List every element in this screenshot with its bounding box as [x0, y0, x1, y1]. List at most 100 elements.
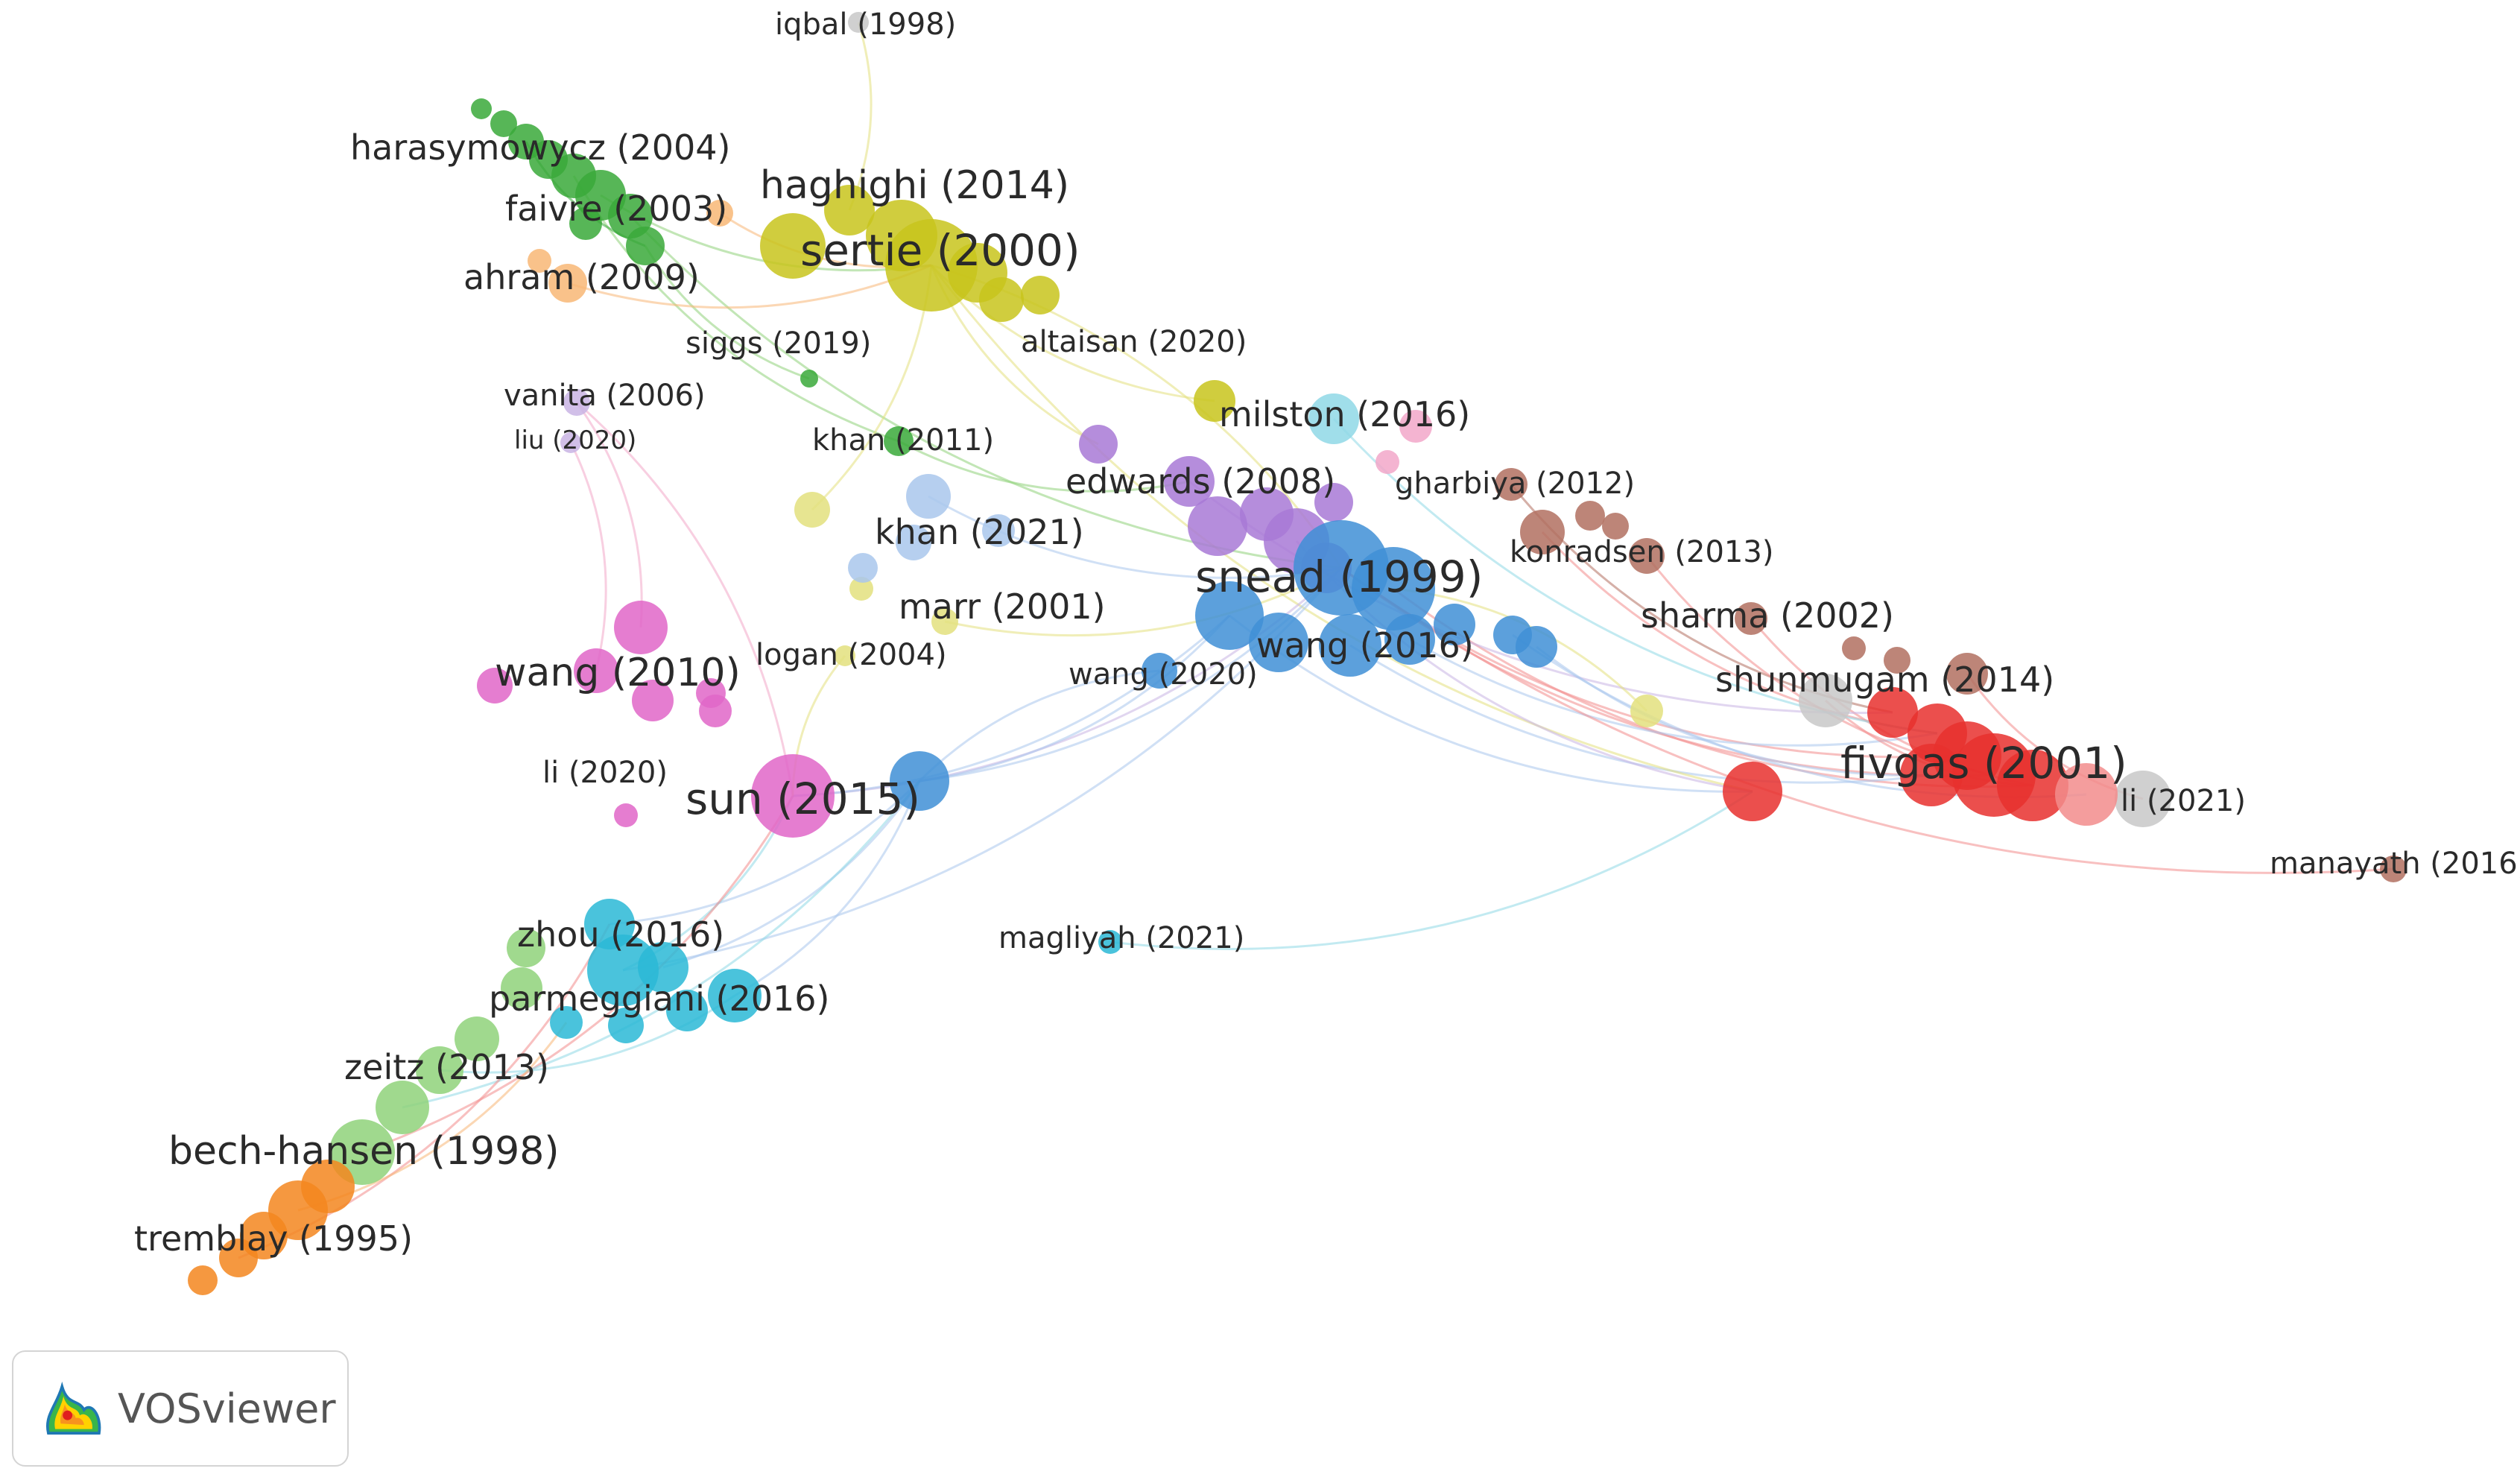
- node-b2[interactable]: [1195, 581, 1264, 650]
- node-label-li-2021[interactable]: li (2021): [2121, 784, 2246, 818]
- node-ahram-2009[interactable]: [548, 264, 587, 303]
- node-pk6[interactable]: [1375, 450, 1399, 474]
- node-sharma-2002[interactable]: [1735, 602, 1767, 635]
- node-br4[interactable]: [1842, 636, 1866, 660]
- node-label-marr-2001[interactable]: marr (2001): [899, 586, 1106, 627]
- node-b7[interactable]: [1516, 626, 1557, 668]
- node-label-milston-2016[interactable]: milston (2016): [1219, 394, 1470, 434]
- node-lb3[interactable]: [848, 553, 878, 583]
- node-b3[interactable]: [1249, 613, 1308, 672]
- node-label-snead-1999[interactable]: snead (1999): [1195, 551, 1483, 602]
- node-label-liu-2020[interactable]: liu (2020): [514, 426, 636, 455]
- node-p-top[interactable]: [614, 601, 668, 654]
- node-lg3[interactable]: [455, 1016, 499, 1061]
- node-label-magliyah-2021[interactable]: magliyah (2021): [998, 921, 1244, 955]
- node-label-khan-2021[interactable]: khan (2021): [875, 512, 1084, 552]
- node-o1[interactable]: [706, 200, 733, 227]
- node-r1[interactable]: [1723, 762, 1782, 821]
- node-vanita-2006[interactable]: [563, 389, 590, 416]
- node-pk5[interactable]: [1399, 410, 1432, 443]
- node-shunmugam-2014[interactable]: [1799, 674, 1852, 727]
- node-magliyah-2021[interactable]: [1098, 930, 1122, 954]
- node-wang-2016[interactable]: [1319, 614, 1381, 677]
- node-lg4[interactable]: [376, 1081, 429, 1134]
- node-sun-2015[interactable]: [751, 754, 835, 838]
- node-b1[interactable]: [1352, 547, 1435, 630]
- node-br5[interactable]: [1884, 647, 1910, 674]
- node-c4[interactable]: [550, 1006, 583, 1039]
- node-o2[interactable]: [528, 249, 551, 273]
- node-br6[interactable]: [1946, 653, 1988, 695]
- node-wang-2010[interactable]: [574, 648, 618, 693]
- node-g2[interactable]: [490, 110, 517, 137]
- node-li-2020[interactable]: [614, 803, 638, 827]
- node-r6[interactable]: [1900, 744, 1963, 806]
- node-label-shunmugam-2014[interactable]: shunmugam (2014): [1715, 660, 2054, 700]
- node-y6[interactable]: [1194, 380, 1235, 422]
- node-khan-2011[interactable]: [884, 426, 914, 456]
- node-milston-2016[interactable]: [1308, 393, 1359, 444]
- node-label-zhou-2016[interactable]: zhou (2016): [517, 914, 724, 955]
- node-p5[interactable]: [1314, 483, 1353, 522]
- node-siggs-2019[interactable]: [800, 370, 818, 388]
- node-label-altaisan-2020[interactable]: altaisan (2020): [1021, 325, 1247, 359]
- node-c5[interactable]: [608, 1008, 644, 1043]
- node-pk4[interactable]: [699, 695, 732, 727]
- node-label-li-2020[interactable]: li (2020): [542, 756, 668, 790]
- node-logan-2004[interactable]: [835, 645, 855, 666]
- node-liu-2020[interactable]: [560, 432, 581, 453]
- node-label-faivre-2003[interactable]: faivre (2003): [505, 189, 727, 229]
- node-label-manayath-2016[interactable]: manayath (2016): [2270, 847, 2520, 881]
- node-r7[interactable]: [2055, 763, 2118, 826]
- node-label-harasymowycz-2004[interactable]: harasymowycz (2004): [350, 127, 730, 168]
- node-c1[interactable]: [587, 935, 659, 1006]
- node-lb1[interactable]: [906, 474, 951, 519]
- node-label-iqbal-1998[interactable]: iqbal (1998): [775, 7, 956, 42]
- node-label-haghighi-2014[interactable]: haghighi (2014): [760, 163, 1069, 208]
- node-p2[interactable]: [1188, 496, 1247, 556]
- node-iqbal-1998[interactable]: [848, 12, 869, 33]
- node-lg1[interactable]: [507, 929, 545, 967]
- node-g8[interactable]: [626, 227, 665, 265]
- node-khan-2021[interactable]: [896, 525, 931, 560]
- node-b4[interactable]: [1384, 614, 1435, 665]
- node-lg2[interactable]: [501, 967, 542, 1009]
- node-g9[interactable]: [569, 207, 602, 240]
- node-label-khan-2011[interactable]: khan (2011): [812, 423, 994, 458]
- node-label-sharma-2002[interactable]: sharma (2002): [1641, 595, 1894, 636]
- node-label-vanita-2006[interactable]: vanita (2006): [504, 379, 706, 413]
- node-tremblay-1995[interactable]: [219, 1239, 258, 1277]
- node-label-fivgas-2001[interactable]: fivgas (2001): [1840, 738, 2127, 788]
- node-y8[interactable]: [849, 577, 873, 601]
- node-gharbiya-2012[interactable]: [1495, 468, 1527, 501]
- node-y1[interactable]: [760, 213, 826, 279]
- node-label-sertie-2000[interactable]: sertie (2000): [800, 225, 1080, 276]
- node-y7[interactable]: [794, 492, 830, 528]
- node-label-tremblay-1995[interactable]: tremblay (1995): [134, 1218, 413, 1259]
- node-label-wang-2010[interactable]: wang (2010): [495, 651, 741, 695]
- node-pk2[interactable]: [632, 680, 674, 721]
- node-haghighi-2014[interactable]: [824, 185, 875, 235]
- node-c3[interactable]: [666, 990, 708, 1031]
- node-wang-2020[interactable]: [1142, 653, 1177, 689]
- node-pk1[interactable]: [477, 668, 513, 703]
- node-p1[interactable]: [1079, 425, 1118, 464]
- node-manayath-2016[interactable]: [2380, 856, 2407, 882]
- node-label-konradsen-2013[interactable]: konradsen (2013): [1510, 535, 1773, 569]
- node-lb2[interactable]: [982, 514, 1015, 547]
- node-y9[interactable]: [1630, 695, 1663, 727]
- node-label-gharbiya-2012[interactable]: gharbiya (2012): [1395, 467, 1635, 501]
- node-label-parmeggiani-2016[interactable]: parmeggiani (2016): [489, 978, 829, 1019]
- node-li-2021[interactable]: [2115, 771, 2171, 827]
- node-g1[interactable]: [471, 98, 492, 119]
- node-o6[interactable]: [188, 1265, 218, 1295]
- node-edwards-2008[interactable]: [1164, 456, 1215, 507]
- node-marr-2001[interactable]: [931, 608, 958, 635]
- node-zeitz-2013[interactable]: [416, 1046, 463, 1094]
- node-label-bech-hansen-1998[interactable]: bech-hansen (1998): [168, 1129, 560, 1174]
- node-br1[interactable]: [1520, 510, 1565, 554]
- node-label-siggs-2019[interactable]: siggs (2019): [686, 326, 871, 361]
- node-label-wang-2020[interactable]: wang (2020): [1069, 657, 1258, 692]
- node-label-wang-2016[interactable]: wang (2016): [1256, 625, 1474, 665]
